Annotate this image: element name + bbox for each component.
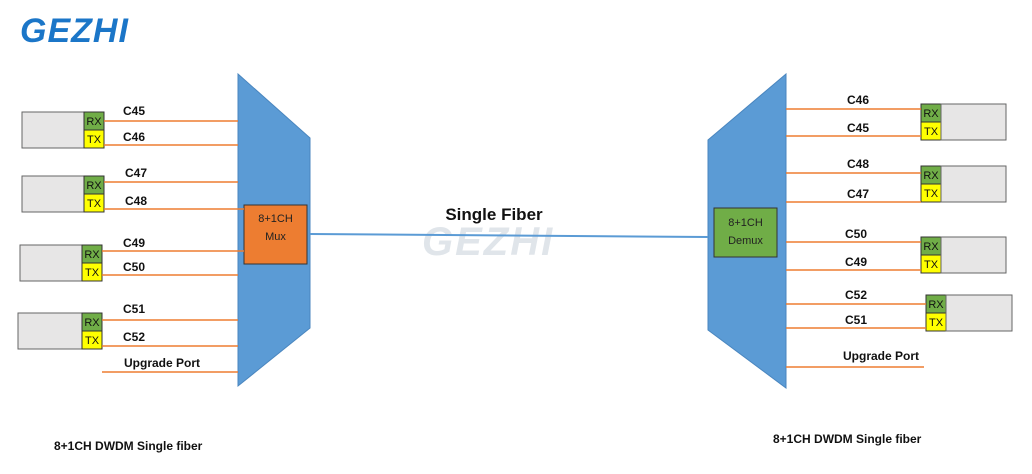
transceiver-module — [17, 312, 83, 350]
rx-port-label: RX — [923, 241, 939, 253]
demux-box — [713, 207, 778, 258]
transceiver-module — [940, 103, 1007, 141]
rx-port-label: RX — [86, 180, 102, 192]
rx-port-label: RX — [923, 108, 939, 120]
channel-label: C52 — [123, 330, 145, 344]
rx-port-label: RX — [86, 116, 102, 128]
demux-label-line1: 8+1CH — [728, 217, 763, 229]
tx-port-label: TX — [924, 126, 939, 138]
channel-label: C47 — [847, 187, 869, 201]
rx-port-label: RX — [923, 170, 939, 182]
tx-port-label: TX — [87, 198, 102, 210]
channel-label: C47 — [125, 166, 147, 180]
transceiver-module — [940, 236, 1007, 274]
mux-label-line2: Mux — [265, 231, 286, 243]
demux-transceiver-1: RX TX — [920, 103, 1007, 141]
tx-port-label: TX — [929, 317, 944, 329]
demux-transceiver-3: RX TX — [920, 236, 1007, 274]
tx-port — [83, 129, 105, 149]
transceiver-module — [21, 175, 85, 213]
mux-caption: 8+1CH DWDM Single fiber — [54, 439, 203, 453]
mux-transceiver-2: RX TX — [21, 175, 105, 213]
channel-label: C50 — [123, 260, 145, 274]
upgrade-port-label: Upgrade Port — [124, 356, 200, 370]
channel-label: C45 — [123, 104, 145, 118]
watermark: GEZHI — [422, 220, 554, 264]
channel-label: C51 — [123, 302, 145, 316]
gezhi-logo: GEZHI — [20, 12, 129, 50]
demux-caption: 8+1CH DWDM Single fiber — [773, 432, 922, 446]
tx-port-label: TX — [924, 188, 939, 200]
channel-label: C46 — [123, 130, 145, 144]
transceiver-module — [940, 165, 1007, 203]
tx-port — [83, 193, 105, 213]
rx-port-label: RX — [928, 299, 944, 311]
channel-label: C48 — [125, 194, 147, 208]
tx-port — [81, 330, 103, 350]
transceiver-module — [21, 111, 85, 149]
mux-box — [243, 204, 308, 265]
upgrade-port-label: Upgrade Port — [843, 349, 919, 363]
demux-transceiver-4: RX TX — [925, 294, 1013, 332]
tx-port-label: TX — [85, 335, 100, 347]
mux-label-line1: 8+1CH — [258, 213, 293, 225]
mux-transceiver-4: RX TX — [17, 312, 103, 350]
tx-port-label: TX — [85, 267, 100, 279]
channel-label: C49 — [845, 255, 867, 269]
channel-label: C51 — [845, 313, 867, 327]
rx-port-label: RX — [84, 249, 100, 261]
transceiver-module — [945, 294, 1013, 332]
channel-label: C45 — [847, 121, 869, 135]
mux-transceiver-1: RX TX — [21, 111, 105, 149]
single-fiber-label: Single Fiber — [445, 205, 543, 224]
channel-label: C52 — [845, 288, 867, 302]
single-fiber-line — [309, 233, 709, 238]
demux-label-line2: Demux — [728, 235, 763, 247]
mux-transceiver-3: RX TX — [19, 244, 103, 282]
demux-transceiver-2: RX TX — [920, 165, 1007, 203]
tx-port-label: TX — [87, 134, 102, 146]
tx-port — [81, 262, 103, 282]
transceiver-module — [19, 244, 83, 282]
rx-port-label: RX — [84, 317, 100, 329]
channel-label: C49 — [123, 236, 145, 250]
channel-label: C46 — [847, 93, 869, 107]
channel-label: C48 — [847, 157, 869, 171]
tx-port-label: TX — [924, 259, 939, 271]
channel-label: C50 — [845, 227, 867, 241]
